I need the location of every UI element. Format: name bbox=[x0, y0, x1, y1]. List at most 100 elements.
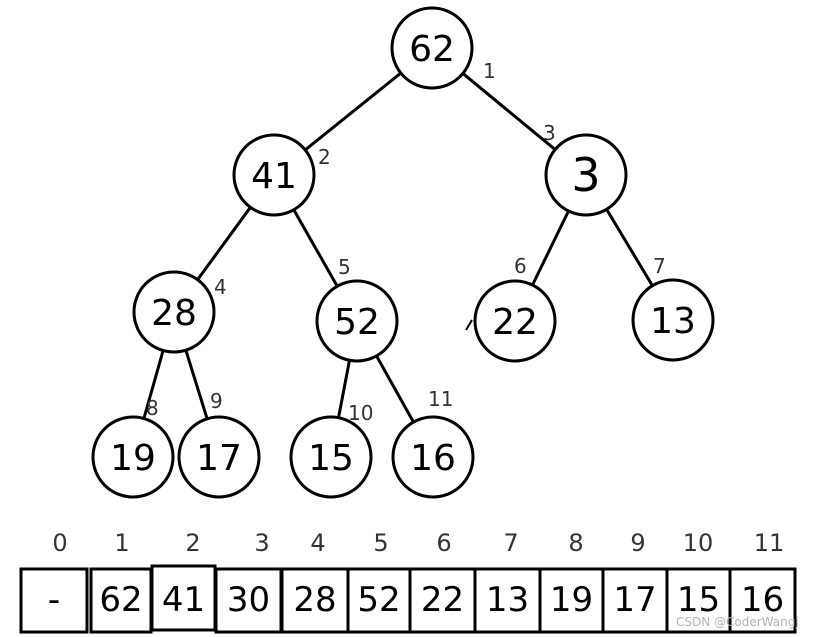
node-value: 16 bbox=[410, 438, 456, 479]
array-cell-value: - bbox=[48, 580, 60, 620]
array-index: 8 bbox=[568, 529, 583, 557]
array-cell: - bbox=[19, 567, 89, 634]
array-cell-box bbox=[408, 567, 477, 634]
node-value: 52 bbox=[334, 302, 380, 343]
node-index-label: 9 bbox=[210, 389, 223, 413]
array-cell-box bbox=[665, 567, 732, 634]
edge-n5-n10 bbox=[337, 360, 351, 418]
array-cell: 13 bbox=[473, 567, 542, 634]
array-cell-box bbox=[473, 567, 542, 634]
node-index-label: 5 bbox=[338, 255, 351, 279]
node-circle bbox=[177, 415, 261, 499]
tree-node: 19 8 bbox=[91, 396, 175, 499]
array-index: 4 bbox=[310, 529, 325, 557]
watermark: CSDN @CoderWangj bbox=[676, 615, 799, 629]
node-index-label: 1 bbox=[483, 59, 496, 83]
node-index-label: 8 bbox=[146, 396, 159, 420]
array-index: 11 bbox=[754, 529, 785, 557]
array-cell: 17 bbox=[601, 567, 669, 634]
node-value: 3 bbox=[571, 148, 600, 202]
node-value: 28 bbox=[151, 293, 197, 334]
heap-array: -62 41 30 28 52 22 13 19 17 15 16 bbox=[19, 564, 797, 634]
node-circle bbox=[315, 279, 399, 363]
array-cell-value: 52 bbox=[357, 580, 400, 620]
array-cell-value: 30 bbox=[227, 580, 270, 620]
edge-n4-n9 bbox=[184, 349, 209, 420]
array-cell-value: 41 bbox=[162, 580, 205, 620]
node-value: 13 bbox=[650, 301, 696, 342]
node-index-label: 11 bbox=[428, 387, 453, 411]
array-cell-box bbox=[601, 567, 669, 634]
array-cell: 16 bbox=[728, 567, 797, 634]
tree-node: 33 bbox=[543, 121, 628, 217]
node-circle bbox=[544, 133, 628, 217]
node-index-label: 2 bbox=[318, 145, 331, 169]
array-cell-value: 16 bbox=[741, 580, 784, 620]
array-cell-box bbox=[89, 567, 153, 634]
node-circle bbox=[631, 278, 715, 362]
node-value: 41 bbox=[251, 156, 297, 197]
edge-n2-n5 bbox=[292, 209, 339, 287]
array-cell: 19 bbox=[538, 567, 605, 634]
array-index: 3 bbox=[254, 529, 269, 557]
array-cell-value: 19 bbox=[550, 580, 593, 620]
node-circle bbox=[232, 133, 316, 217]
array-cell-value: 17 bbox=[613, 580, 656, 620]
array-cell-value: 22 bbox=[421, 580, 464, 620]
tree-node: 52 5 bbox=[315, 255, 399, 363]
array-cell-box bbox=[19, 567, 89, 634]
tree-node: 22 6 bbox=[473, 254, 557, 363]
node-value: 19 bbox=[110, 438, 156, 479]
node-circle bbox=[91, 415, 175, 499]
array-index: 5 bbox=[373, 529, 388, 557]
node-circle bbox=[390, 6, 474, 90]
node-index-label: 4 bbox=[214, 275, 227, 299]
tree-node: 28 4 bbox=[132, 270, 227, 354]
tree-node: 13 7 bbox=[631, 254, 715, 362]
node-value: 15 bbox=[308, 438, 354, 479]
tree-edges bbox=[142, 71, 654, 423]
node-circle bbox=[289, 415, 373, 499]
array-cell: 28 bbox=[280, 567, 350, 634]
array-cell-value: 15 bbox=[677, 580, 720, 620]
node-value: 22 bbox=[492, 302, 538, 343]
node-index-label: 7 bbox=[653, 254, 666, 278]
array-cell-box bbox=[346, 567, 412, 634]
edge-n1-n3 bbox=[461, 72, 557, 151]
array-index: 6 bbox=[436, 529, 451, 557]
node-value: 17 bbox=[196, 438, 242, 479]
edge-n3-n6 bbox=[531, 210, 570, 286]
array-cell-value: 28 bbox=[293, 580, 336, 620]
array-cell: 41 bbox=[150, 564, 217, 632]
edge-n3-n7 bbox=[605, 208, 654, 287]
array-cell-value: 62 bbox=[99, 580, 142, 620]
node-value: 62 bbox=[409, 29, 455, 70]
array-cell-value: 13 bbox=[486, 580, 529, 620]
edge-n2-n4 bbox=[196, 206, 252, 281]
array-cell: 30 bbox=[214, 567, 283, 634]
array-cell-box bbox=[728, 567, 797, 634]
array-index: 9 bbox=[630, 529, 645, 557]
tree-node: 41 2 bbox=[232, 133, 331, 217]
array-cell: 15 bbox=[665, 567, 732, 634]
array-index: 7 bbox=[503, 529, 518, 557]
edge-n5-n11 bbox=[375, 355, 415, 423]
array-index: 1 bbox=[114, 529, 129, 557]
node-circle bbox=[473, 279, 557, 363]
stray-mark bbox=[465, 319, 473, 331]
array-cell: 22 bbox=[408, 567, 477, 634]
array-cell: 62 bbox=[89, 567, 153, 634]
node-index-label: 3 bbox=[543, 121, 556, 145]
node-circle bbox=[132, 270, 216, 354]
node-index-label: 6 bbox=[514, 254, 527, 278]
node-circle bbox=[391, 415, 475, 499]
array-index: 2 bbox=[185, 529, 200, 557]
array-index: 10 bbox=[683, 529, 714, 557]
edge-n1-n2 bbox=[304, 71, 402, 152]
tree-node: 62 1 bbox=[390, 6, 496, 90]
